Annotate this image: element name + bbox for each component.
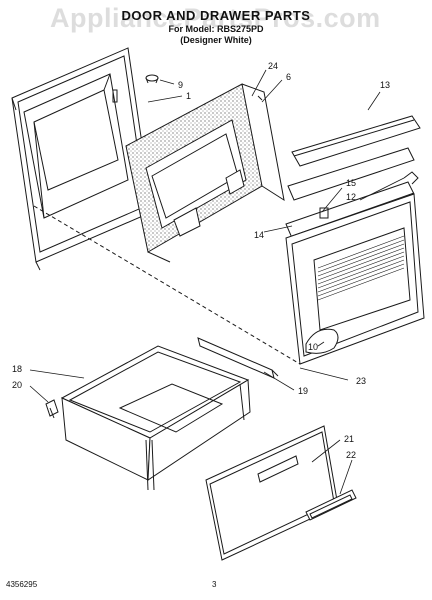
callout-13: 13 xyxy=(380,80,390,90)
callout-6: 6 xyxy=(286,72,291,82)
variant-line: (Designer White) xyxy=(180,35,252,45)
alignment-line xyxy=(33,205,301,365)
callout-14: 14 xyxy=(254,230,264,240)
callout-12: 12 xyxy=(346,192,356,202)
vent-grille xyxy=(317,235,405,301)
callout-1: 1 xyxy=(186,91,191,101)
door-insulation-panel xyxy=(125,83,263,253)
drawer-handle xyxy=(305,489,357,521)
page-number: 3 xyxy=(212,580,217,589)
inner-door-liner xyxy=(147,83,285,263)
hinge-screw xyxy=(145,74,159,84)
callout-20: 20 xyxy=(12,380,22,390)
callout-22: 22 xyxy=(346,450,356,460)
callout-23: 23 xyxy=(356,376,366,386)
callout-19: 19 xyxy=(298,386,308,396)
drawer-glide xyxy=(45,399,59,419)
callout-15: 15 xyxy=(346,178,356,188)
drawer-front-panel xyxy=(205,425,339,561)
callout-21: 21 xyxy=(344,434,354,444)
model-line: For Model: RBS275PD xyxy=(168,24,264,34)
storage-drawer-box xyxy=(60,345,251,491)
callout-9: 9 xyxy=(178,80,183,90)
watermark-text: AppliancePartsPros.com xyxy=(50,3,381,33)
callout-24: 24 xyxy=(268,61,278,71)
leader-lines xyxy=(29,69,405,495)
lower-door-panel xyxy=(285,193,425,365)
door-trim-strip xyxy=(287,115,421,201)
callout-numbers: 9 1 24 6 13 15 12 14 10 23 18 20 19 21 2… xyxy=(12,61,390,460)
callout-10: 10 xyxy=(308,342,318,352)
diagram-title: DOOR AND DRAWER PARTS xyxy=(121,8,311,23)
document-number: 4356295 xyxy=(6,580,38,589)
callout-18: 18 xyxy=(12,364,22,374)
